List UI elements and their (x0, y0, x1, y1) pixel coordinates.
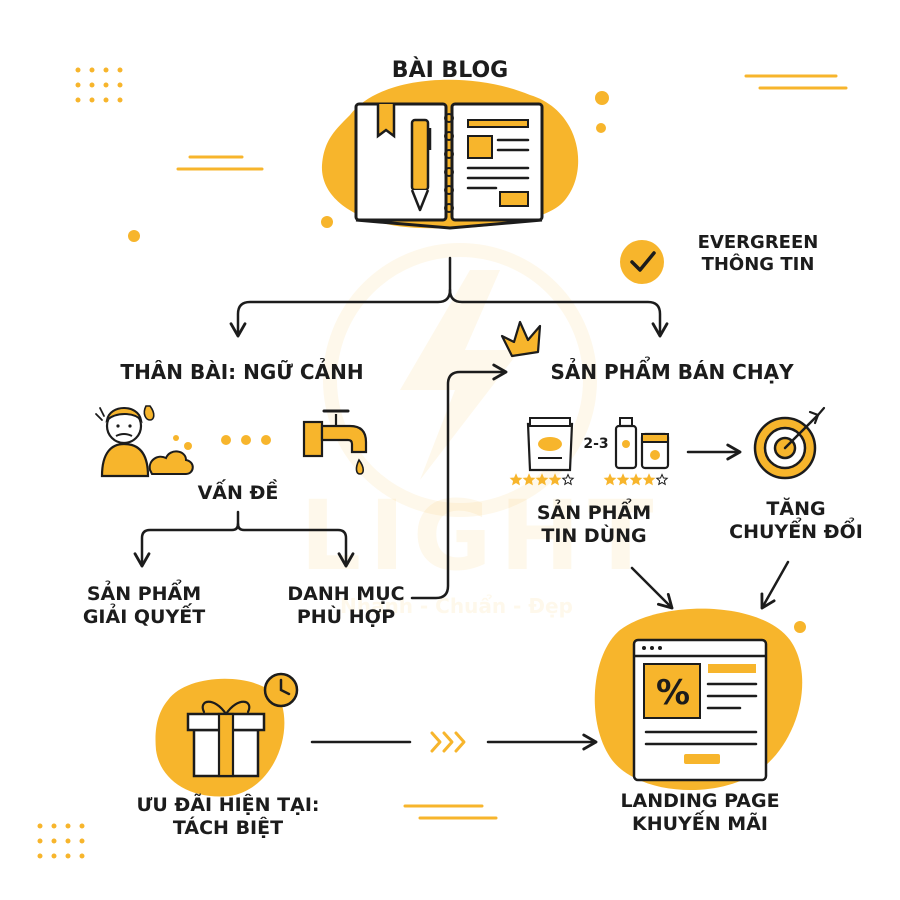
main-branch-connector (229, 256, 669, 338)
star-icon (548, 473, 562, 486)
faucet-icon (302, 409, 368, 475)
problem-split-connector (133, 510, 355, 568)
matching-category-line-1: DANH MỤC (287, 583, 405, 605)
evergreen-line-2: THÔNG TIN (701, 253, 815, 275)
dots-icon (221, 435, 271, 445)
increase-conversion-line-1: TĂNG (766, 498, 826, 520)
trusted-products-line-1: SẢN PHẨM (536, 502, 652, 524)
star-icon (509, 473, 523, 486)
increase-conversion-line-2: CHUYỂN ĐỔI (729, 521, 863, 544)
product-count: 2-3 (583, 436, 609, 452)
solution-product-label: SẢN PHẨM GIẢI QUYẾT (62, 583, 226, 629)
star-icon (561, 473, 575, 486)
star-icon (603, 473, 617, 486)
jar-icon (640, 432, 670, 470)
notebook-icon (321, 79, 579, 230)
clock-icon (263, 672, 299, 708)
current-offer-line-2: TÁCH BIỆT (172, 817, 284, 840)
star-icon (616, 473, 630, 486)
star-icon (642, 473, 656, 486)
decor-dots (128, 91, 806, 633)
trusted-products-label: SẢN PHẨM TIN DÙNG (514, 502, 674, 548)
star-icon (522, 473, 536, 486)
rating-stars-bottle-jar (603, 473, 669, 486)
stressed-person-icon (95, 405, 194, 478)
pen-icon (410, 118, 432, 212)
browser-icon (594, 608, 803, 791)
context-heading: THÂN BÀI: NGỮ CẢNH (120, 360, 364, 384)
evergreen-line-1: EVERGREEN (697, 232, 819, 253)
landing-page-line-1: LANDING PAGE (620, 790, 780, 812)
rating-stars-bag (509, 473, 575, 486)
trusted-products-line-2: TIN DÙNG (541, 525, 647, 548)
product-bag-icon (526, 417, 574, 472)
check-circle-icon (620, 240, 664, 284)
landing-page-label: LANDING PAGE KHUYẾN MÃI (600, 790, 800, 836)
conversion-to-landing-arrow (760, 560, 790, 610)
star-icon (629, 473, 643, 486)
current-offer-label: ƯU ĐÃI HIỆN TẠI: TÁCH BIỆT (118, 794, 338, 840)
gift-icon (155, 678, 285, 797)
chevrons-icon (430, 731, 466, 753)
star-icon (655, 473, 669, 486)
increase-conversion-label: TĂNG CHUYỂN ĐỔI (716, 498, 876, 544)
dot-grid-bottom-left (37, 823, 85, 859)
decor-lines (176, 74, 848, 820)
trusted-to-landing-arrow (630, 566, 674, 610)
crown-icon (500, 320, 542, 358)
matching-category-line-2: PHÙ HỢP (296, 606, 396, 629)
page-title: BÀI BLOG (391, 58, 509, 83)
matching-category-label: DANH MỤC PHÙ HỢP (266, 583, 426, 629)
solution-product-line-1: SẢN PHẨM (86, 583, 202, 605)
bottle-icon (614, 417, 638, 470)
star-icon (535, 473, 549, 486)
target-icon (753, 406, 826, 480)
bestsellers-heading: SẢN PHẨM BÁN CHẠY (550, 360, 794, 384)
current-offer-line-1: ƯU ĐÃI HIỆN TẠI: (136, 794, 320, 816)
solution-product-line-2: GIẢI QUYẾT (82, 606, 206, 629)
problem-label: VẤN ĐỀ (197, 482, 279, 504)
evergreen-label: EVERGREEN THÔNG TIN (678, 232, 838, 276)
category-to-bestsellers-arrow (410, 363, 508, 600)
discount-symbol: % (655, 673, 691, 713)
landing-page-line-2: KHUYẾN MÃI (632, 813, 768, 836)
dot-grid-top-left (75, 67, 123, 103)
